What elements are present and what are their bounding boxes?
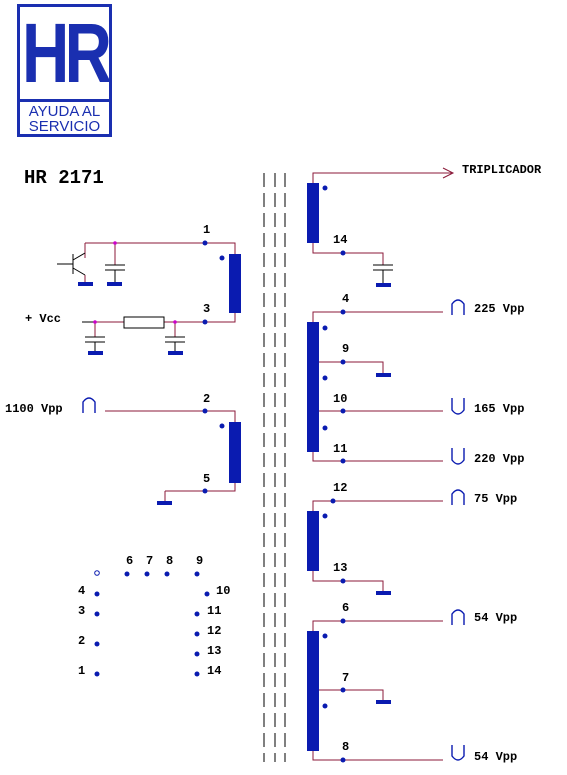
pin-label-2: 2 xyxy=(203,392,210,406)
pin-dots xyxy=(202,185,346,763)
wave-up-225 xyxy=(451,299,465,315)
pin-label-4: 4 xyxy=(342,292,349,306)
logo-line-1: AYUDA AL xyxy=(28,103,101,120)
label-165: 165 Vpp xyxy=(474,402,524,416)
label-54b: 54 Vpp xyxy=(474,750,517,764)
pin-label-1: 1 xyxy=(203,223,210,237)
label-triplicador: TRIPLICADOR xyxy=(462,163,542,177)
winding-12-13 xyxy=(307,511,319,571)
pinout-7: 7 xyxy=(146,554,153,568)
pin-label-12: 12 xyxy=(333,481,347,495)
pinout-3: 3 xyxy=(78,604,85,618)
windings xyxy=(229,183,319,751)
pin-label-6: 6 xyxy=(342,601,349,615)
wave-up-54 xyxy=(451,609,465,625)
label-vcc: + Vcc xyxy=(25,312,61,326)
pinout-bottom-view: 4 3 2 1 6 7 8 9 10 11 12 13 14 xyxy=(78,554,230,678)
logo-line-2: SERVICIO xyxy=(28,118,101,135)
pin-label-13: 13 xyxy=(333,561,347,575)
label-225: 225 Vpp xyxy=(474,302,524,316)
model-title: HR 2171 xyxy=(24,167,104,189)
pin-label-3: 3 xyxy=(203,302,210,316)
hr-logo: HR AYUDA AL SERVICIO xyxy=(17,4,112,137)
junction-nodes xyxy=(93,241,177,324)
pinout-6: 6 xyxy=(126,554,133,568)
wave-up-1100 xyxy=(82,397,96,413)
pinout-4: 4 xyxy=(78,584,85,598)
pin-label-14: 14 xyxy=(333,233,347,247)
winding-primary xyxy=(229,254,241,313)
transistor-symbol xyxy=(57,252,86,276)
wave-up-75 xyxy=(451,489,465,505)
pinout-13: 13 xyxy=(207,644,221,658)
winding-eht xyxy=(307,183,319,243)
pinout-10: 10 xyxy=(216,584,230,598)
capacitors xyxy=(82,264,393,352)
pinout-14: 14 xyxy=(207,664,221,678)
pin-label-11: 11 xyxy=(333,442,347,456)
pin-label-7: 7 xyxy=(342,671,349,685)
winding-4-11 xyxy=(307,322,319,452)
triplicador-arrow xyxy=(442,167,455,179)
pin-label-9: 9 xyxy=(342,342,349,356)
label-54a: 54 Vpp xyxy=(474,611,517,625)
wires xyxy=(84,172,453,761)
pinout-9: 9 xyxy=(196,554,203,568)
wave-down-54 xyxy=(451,745,465,761)
pinout-2: 2 xyxy=(78,634,85,648)
winding-6-8 xyxy=(307,631,319,751)
label-220: 220 Vpp xyxy=(474,452,524,466)
wave-down-220 xyxy=(451,448,465,465)
wave-down-165 xyxy=(451,398,465,415)
logo-mark: HR xyxy=(21,6,112,100)
ground-symbols xyxy=(78,282,391,704)
pin-label-5: 5 xyxy=(203,472,210,486)
pinout-8: 8 xyxy=(166,554,173,568)
resistor-symbol xyxy=(123,316,165,329)
pin-label-8: 8 xyxy=(342,740,349,754)
pinout-1: 1 xyxy=(78,664,85,678)
pin-label-10: 10 xyxy=(333,392,347,406)
label-75: 75 Vpp xyxy=(474,492,517,506)
winding-1100 xyxy=(229,422,241,483)
logo-caption: AYUDA AL SERVICIO xyxy=(20,99,109,134)
pinout-11: 11 xyxy=(207,604,221,618)
pinout-12: 12 xyxy=(207,624,221,638)
transformer-core xyxy=(263,173,286,762)
label-1100: 1100 Vpp xyxy=(5,402,63,416)
waveform-symbols xyxy=(82,299,465,761)
